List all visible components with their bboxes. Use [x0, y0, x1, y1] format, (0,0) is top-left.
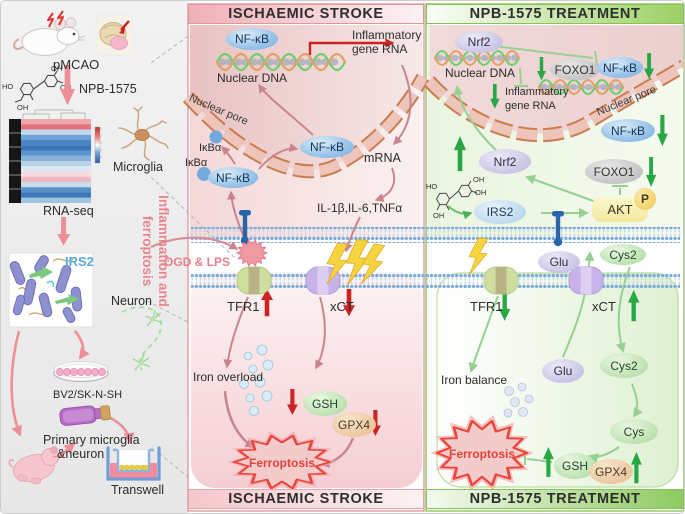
inflammatory-rna-label-stroke-1: Inflammatory — [352, 28, 422, 42]
nfkb-free-oval: NF-κB — [300, 136, 354, 158]
tfr1-channel-stroke — [236, 266, 272, 295]
transcription-arrow — [308, 38, 395, 55]
nrf2-nucleus-oval: Nrf2 — [455, 31, 503, 53]
cys-oval: Cys — [610, 419, 658, 444]
ferroptosis-label-treatment: Ferroptosis — [448, 447, 515, 461]
foxo1-nucleus-oval: FOXO1 — [550, 59, 600, 80]
cytokines-label: IL-1β,IL-6,TNFα — [317, 201, 403, 215]
ikba-protein-icons — [197, 130, 223, 181]
petri-dish-icon — [53, 361, 109, 383]
microglia-label: Microglia — [113, 160, 164, 174]
irs2-oval: IRS2 — [474, 200, 526, 224]
oh-label: OH — [473, 175, 484, 184]
microglia-icon — [118, 106, 169, 161]
ikba-label-left: IκBα — [185, 157, 208, 169]
heatmap-icon — [9, 109, 102, 203]
mrna-label: mRNA — [364, 151, 401, 165]
receptor-icon-treatment — [552, 211, 564, 247]
transwell-icon — [106, 446, 161, 481]
transwell-label: Transwell — [111, 483, 165, 497]
gsh-oval-stroke: GSH — [303, 391, 347, 416]
iron-overload-label: Iron overload — [193, 370, 264, 384]
tfr1-label-treatment: TFR1 — [470, 299, 503, 314]
oh-label: OH — [433, 211, 444, 220]
gpx4-oval-stroke: GPX4 — [332, 412, 376, 437]
ogd-lps-label: OGD & LPS — [164, 255, 231, 269]
tfr1-label-stroke: TFR1 — [227, 299, 260, 314]
zoom-connector-lines — [146, 35, 238, 479]
nfkb-complex-oval: NF-κB — [208, 167, 258, 188]
nrf2-cyto-oval: Nrf2 — [479, 149, 531, 174]
xct-channel-treatment — [568, 266, 604, 295]
culture-flask-icon — [59, 405, 111, 426]
xct-label-treatment: xCT — [592, 299, 616, 314]
nuclear-dna-label-treatment: Nuclear DNA — [445, 66, 516, 80]
cys2-out-oval: Cys2 — [600, 244, 646, 265]
stroke-pathway-arrows — [150, 64, 412, 468]
phospho-circle: P — [634, 188, 656, 210]
nuclear-dna-label-stroke: Nuclear DNA — [217, 71, 288, 85]
irs2-structure-label: IRS2 — [65, 254, 94, 269]
treatment-panel-footer: NPB-1575 TREATMENT — [426, 489, 684, 509]
inflammatory-rna-label-stroke-2: gene RNA — [352, 42, 408, 56]
brain-infarct-icon — [95, 14, 134, 56]
stroke-footer-text: ISCHAEMIC STROKE — [228, 491, 384, 507]
neuron-sketch-icon — [121, 306, 163, 371]
mouse-icon — [13, 10, 86, 56]
glu-out-oval: Glu — [538, 251, 580, 273]
npb-chemical-structure-treatment: HO OH OH OH — [426, 175, 486, 220]
ikba-label-top: IκBα — [199, 142, 222, 154]
treatment-header-text: NPB-1575 TREATMENT — [469, 6, 641, 22]
nuclear-envelope-treatment — [423, 60, 684, 143]
heatmap-colorbar — [94, 126, 101, 164]
rnaseq-label: RNA-seq — [43, 204, 94, 218]
stroke-header-text: ISCHAEMIC STROKE — [228, 6, 384, 22]
npb-label: NPB-1575 — [79, 82, 137, 96]
ho-label: HO — [426, 182, 437, 191]
stroke-panel-header: ISCHAEMIC STROKE — [188, 4, 424, 24]
glu-in-oval: Glu — [542, 359, 584, 383]
bv2-label: BV2/SK-N-SH — [53, 389, 123, 401]
dna-helix-stroke — [215, 52, 347, 72]
ho-label: HO — [2, 82, 13, 91]
primary-culture-label-2: &neuron — [57, 447, 105, 461]
nfkb-nucleus-treatment-oval: NF-κB — [597, 57, 643, 78]
tfr1-channel-treatment — [483, 266, 519, 295]
treatment-panel-header: NPB-1575 TREATMENT — [426, 4, 684, 24]
cys2-in-oval: Cys2 — [600, 353, 648, 378]
stroke-panel-footer: ISCHAEMIC STROKE — [188, 489, 424, 509]
iron-balance-label: Iron balance — [441, 373, 508, 387]
neonatal-mouse-icon — [8, 446, 59, 485]
ferroptosis-label-stroke: Ferroptosis — [248, 456, 315, 470]
dna-helix-treatment-1 — [433, 49, 521, 67]
xct-label-stroke: xCT — [330, 299, 354, 314]
shock-marks-icon — [47, 10, 64, 28]
neuron-label: Neuron — [111, 294, 152, 308]
gpx4-oval-treatment: GPX4 — [589, 459, 633, 484]
treatment-pathway-arrows — [447, 44, 643, 465]
inflammatory-rna-label-treatment-1: Inflammatory — [505, 86, 569, 98]
inflammatory-rna-label-treatment-2: gene RNA — [505, 100, 556, 112]
pmcao-label: pMCAO — [53, 57, 100, 72]
iron-bubbles-stroke — [239, 344, 274, 416]
primary-culture-label-1: Primary microglia — [43, 433, 140, 447]
nuclear-envelope-stroke — [182, 73, 430, 179]
nucleus-treatment — [430, 25, 683, 134]
treatment-footer-text: NPB-1575 TREATMENT — [469, 491, 641, 507]
cell-membrane-upper — [191, 227, 680, 243]
nfkb-cyto-oval: NF-κB — [601, 119, 655, 142]
iron-bubbles-treatment — [503, 382, 534, 418]
irs2-protein-structure — [8, 252, 94, 328]
oh-label: OH — [475, 188, 486, 197]
nfkb-nucleus-stroke: NF-κB — [226, 28, 278, 50]
oh-label: OH — [51, 64, 62, 73]
vertical-label-line1: Inflammation and — [156, 195, 171, 307]
foxo1-cyto-oval: FOXO1 — [585, 159, 643, 184]
dna-helix-treatment-2 — [537, 78, 625, 96]
oh-label: OH — [17, 103, 28, 112]
